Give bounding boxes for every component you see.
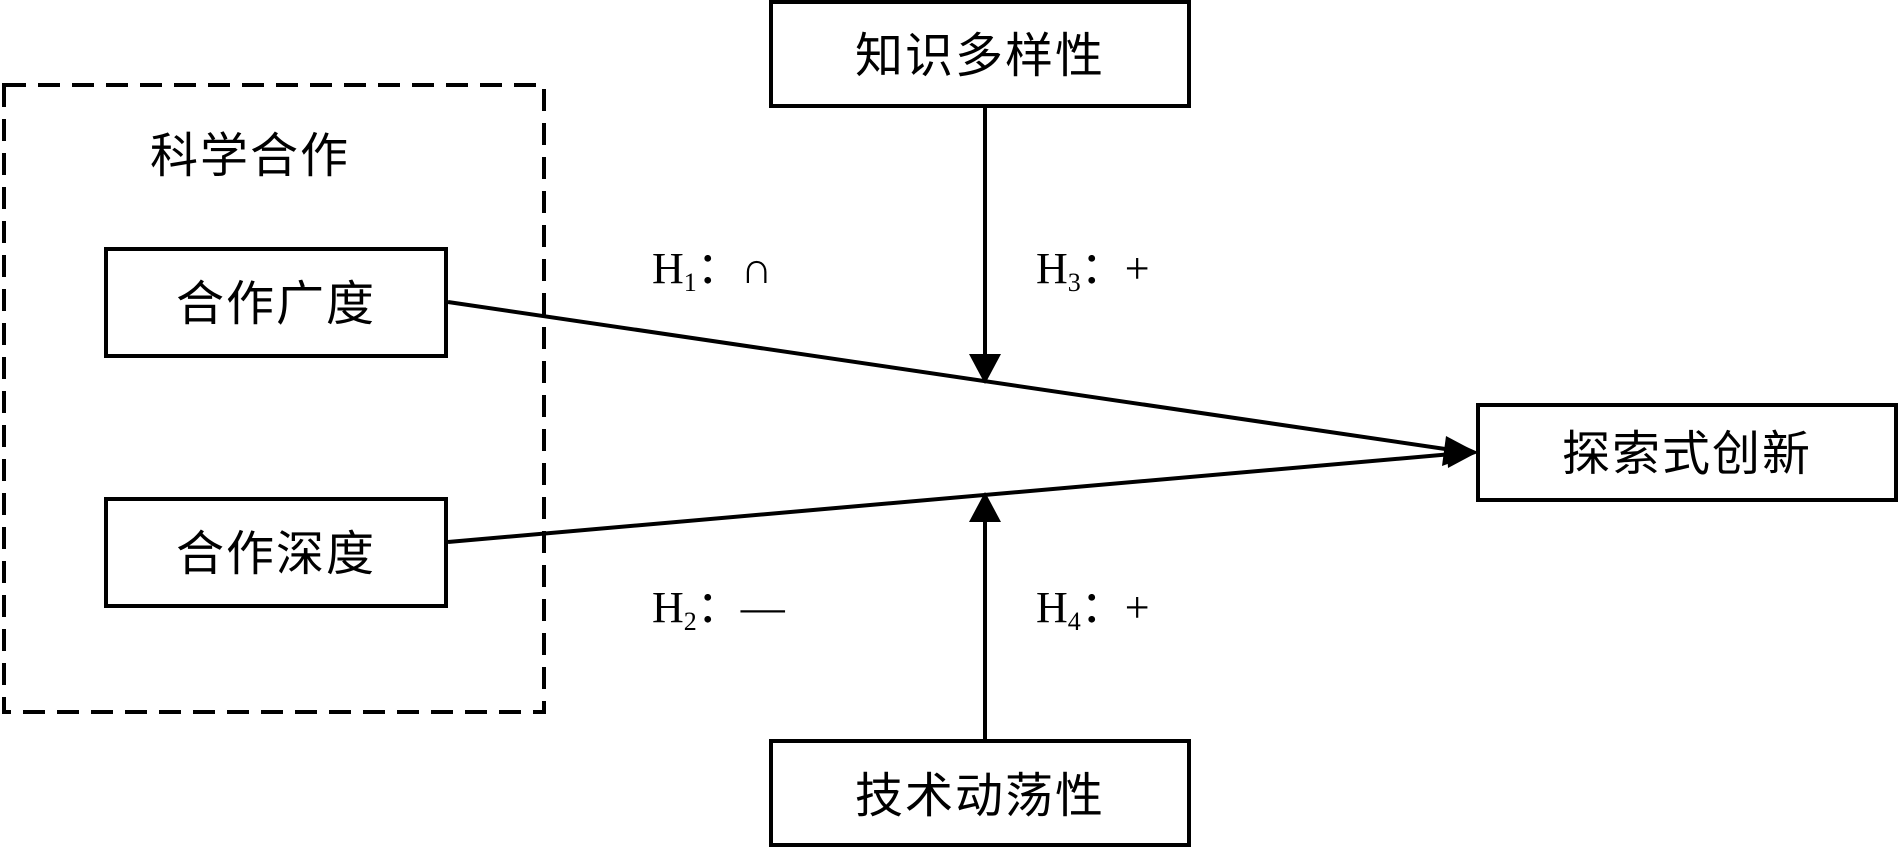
arrow-depth-to-innovation: [447, 452, 1453, 544]
hypothesis-h3: H3：+: [1036, 244, 1150, 297]
node-label: 合作广度: [176, 276, 376, 332]
arrow-breadth-to-innovation: [447, 300, 1453, 452]
node-tech-turbulence: 技术动荡性: [769, 739, 1191, 847]
node-collaboration-depth: 合作深度: [104, 497, 448, 608]
arrowhead-knowledge-diversity: [969, 354, 1001, 384]
node-collaboration-breadth: 合作广度: [104, 247, 448, 358]
node-label: 技术动荡性: [855, 768, 1105, 824]
node-label: 知识多样性: [855, 28, 1105, 84]
hypothesis-h2: H2：—: [652, 583, 786, 636]
node-exploratory-innovation: 探索式创新: [1476, 403, 1898, 502]
node-label: 合作深度: [176, 526, 376, 582]
node-label: 探索式创新: [1562, 426, 1812, 482]
hypothesis-h1: H1：∩: [652, 244, 773, 297]
arrowhead-depth-to-innovation: [1446, 438, 1478, 468]
arrowhead-tech-turbulence: [969, 492, 1001, 522]
science-collaboration-group: [2, 83, 546, 714]
node-knowledge-diversity: 知识多样性: [769, 0, 1191, 108]
group-title: 科学合作: [150, 128, 350, 184]
hypothesis-h4: H4：+: [1036, 583, 1150, 636]
